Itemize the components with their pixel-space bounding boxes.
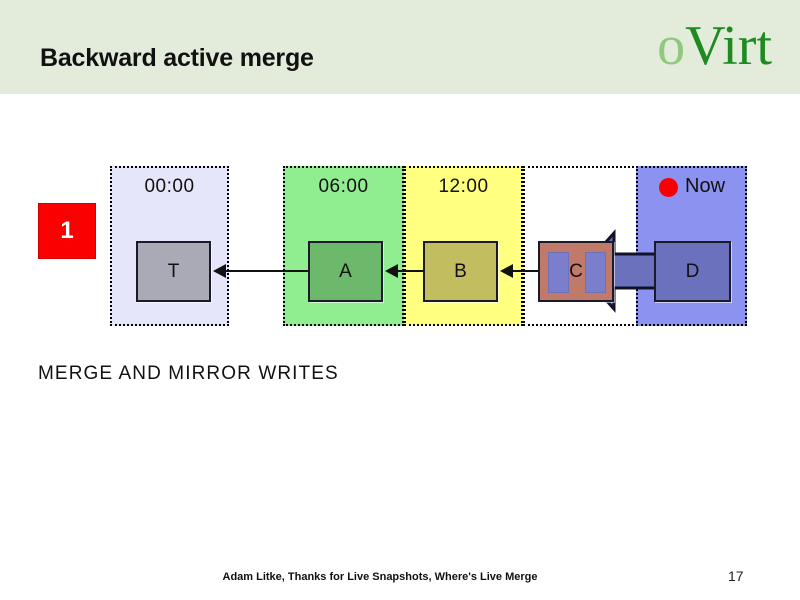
connector-arrowhead-a bbox=[385, 264, 398, 278]
ovirt-logo-virt: Virt bbox=[685, 15, 772, 77]
band-06-00-label: 06:00 bbox=[318, 176, 369, 197]
now-label: Now bbox=[685, 175, 726, 197]
volume-box-a: A bbox=[308, 241, 383, 302]
volume-box-c: C bbox=[538, 241, 614, 302]
slide-header-band bbox=[0, 0, 800, 94]
volume-label-c: C bbox=[569, 260, 583, 282]
connector-arrowhead-b bbox=[500, 264, 513, 278]
connector-line-b-to-a bbox=[397, 270, 423, 272]
connector-arrowhead-t bbox=[213, 264, 226, 278]
page-title: Backward active merge bbox=[40, 44, 314, 72]
band-unsnapshotted-gap bbox=[523, 166, 638, 326]
step-badge-number: 1 bbox=[60, 217, 74, 244]
volume-box-d: D bbox=[654, 241, 731, 302]
band-12-00-label: 12:00 bbox=[438, 176, 489, 197]
mirror-write-bar-2 bbox=[585, 252, 606, 293]
band-00-00-label: 00:00 bbox=[144, 176, 195, 197]
ovirt-logo: oVirt bbox=[657, 18, 772, 74]
footer-note: Adam Litke, Thanks for Live Snapshots, W… bbox=[222, 571, 538, 583]
connector-line-a-to-t bbox=[226, 270, 308, 272]
now-dot-icon bbox=[659, 178, 678, 197]
page-number: 17 bbox=[728, 568, 744, 584]
volume-label-a: A bbox=[339, 260, 352, 282]
caption-text: MERGE AND MIRROR WRITES bbox=[38, 363, 339, 384]
connector-line-c-to-b bbox=[512, 270, 540, 272]
step-badge: 1 bbox=[38, 203, 96, 259]
volume-label-b: B bbox=[454, 260, 467, 282]
volume-box-t: T bbox=[136, 241, 211, 302]
volume-box-b: B bbox=[423, 241, 498, 302]
volume-label-t: T bbox=[167, 260, 180, 282]
mirror-write-bar-1 bbox=[548, 252, 569, 293]
now-marker: Now bbox=[659, 175, 747, 200]
ovirt-logo-o: o bbox=[657, 15, 686, 77]
volume-label-d: D bbox=[685, 260, 700, 282]
